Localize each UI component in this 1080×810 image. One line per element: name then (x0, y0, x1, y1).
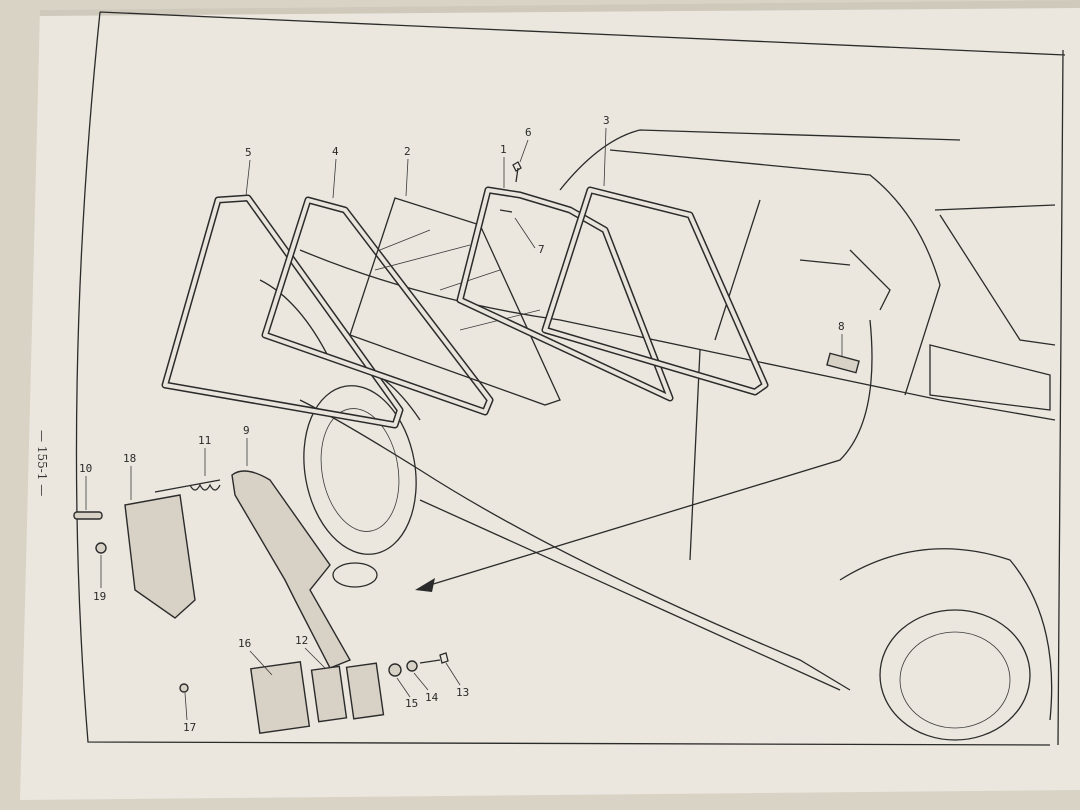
paper-sheet (20, 0, 1080, 800)
screw-6 (512, 161, 522, 183)
plate-12 (310, 665, 348, 723)
arrow-head (415, 578, 435, 592)
spring-11 (154, 479, 221, 493)
callout-9: 9 (243, 424, 250, 437)
callout-11: 11 (198, 434, 211, 447)
window-frame-1 (456, 186, 674, 402)
diagram-border (75, 11, 1066, 746)
plate-16 (249, 661, 311, 734)
callout-12: 12 (295, 634, 308, 647)
washer-15 (388, 663, 402, 677)
callout-6: 6 (525, 126, 532, 139)
plate-arm-end (345, 662, 385, 720)
screw-19 (95, 542, 107, 554)
screw-7 (499, 209, 513, 213)
window-frame-3 (541, 186, 769, 396)
page-number: — 155-1 — (35, 430, 49, 496)
callout-19: 19 (93, 590, 106, 603)
shadow-top (40, 0, 1080, 16)
callout-14: 14 (425, 691, 439, 704)
hinge-bracket-18 (124, 494, 196, 619)
callout-4: 4 (332, 145, 339, 158)
callout-10: 10 (79, 462, 92, 475)
callout-3: 3 (603, 114, 610, 127)
callout-17: 17 (183, 721, 196, 734)
window-frame-5 (161, 194, 404, 429)
washer-14 (406, 660, 418, 672)
hinge-arm-9 (231, 470, 378, 669)
screw-17 (179, 683, 189, 693)
callout-5: 5 (245, 146, 252, 159)
callout-2: 2 (404, 145, 411, 158)
window-frame-4 (261, 196, 494, 416)
callout-7: 7 (538, 243, 545, 256)
callout-13: 13 (456, 686, 469, 699)
callout-16: 16 (238, 637, 251, 650)
glass-2 (349, 197, 561, 406)
callout-18: 18 (123, 452, 136, 465)
callout-8: 8 (838, 320, 845, 333)
pin-10 (73, 511, 103, 520)
callout-15: 15 (405, 697, 418, 710)
car-body-outline (259, 129, 1056, 741)
bolt-13 (419, 652, 449, 664)
callout-1: 1 (500, 143, 507, 156)
